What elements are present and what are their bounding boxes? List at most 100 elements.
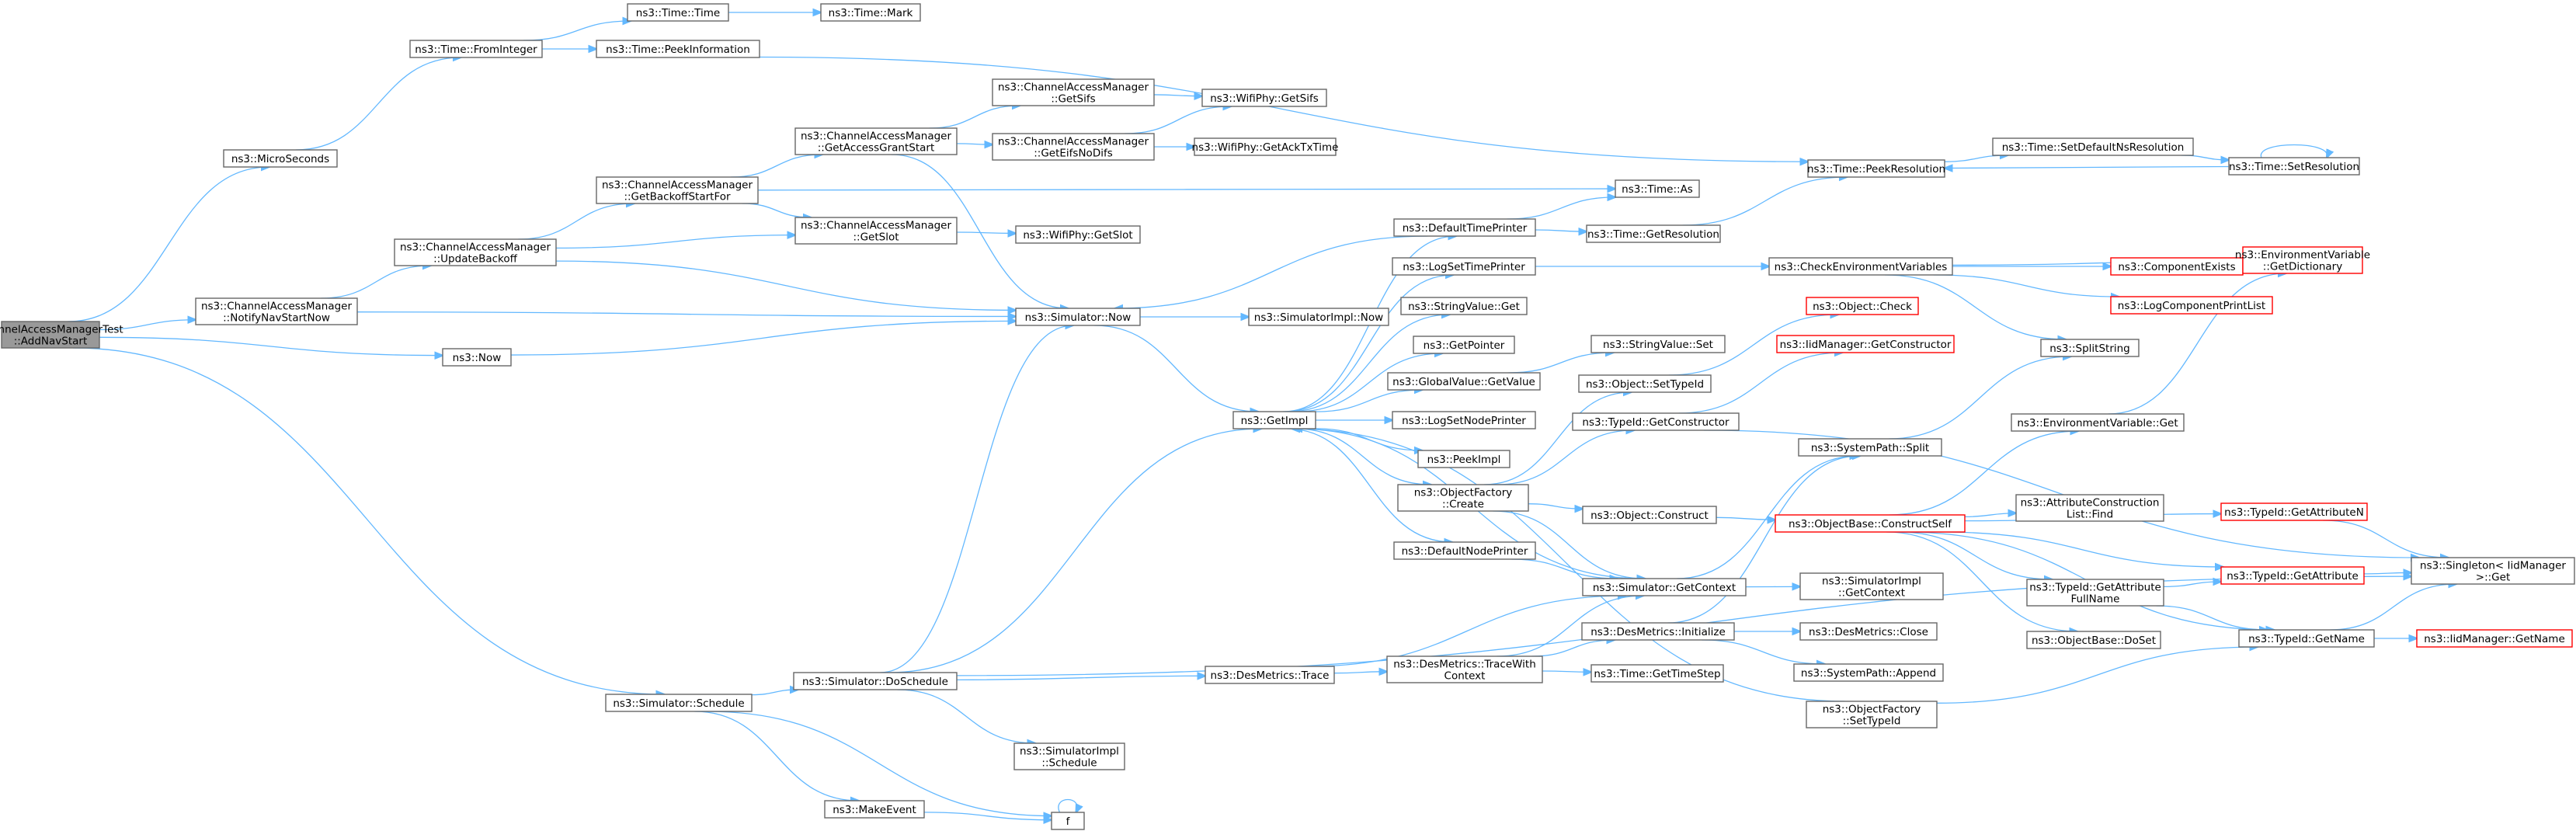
node-getattr[interactable]: ns3::TypeId::GetAttribute [2220,566,2365,585]
node-micro[interactable]: ns3::MicroSeconds [223,149,338,168]
node-timeas[interactable]: ns3::Time::As [1615,179,1700,198]
node-box [1393,218,1536,237]
edge-notifynav-to-updback [321,266,430,299]
edge-deftime-to-getres [1535,230,1587,231]
node-dodel[interactable]: ns3::ObjectBase::DoSet [2026,631,2161,649]
node-label: ChannelAccessManagerTest [0,324,123,336]
node-getptr[interactable]: ns3::GetPointer [1413,336,1515,354]
node-label: ns3::SimulatorImpl [1822,575,1921,588]
node-logsettime[interactable]: ns3::LogSetTimePrinter [1392,257,1536,276]
node-simctx[interactable]: ns3::Simulator::GetContext [1582,578,1747,596]
node-peekres[interactable]: ns3::Time::PeekResolution [1807,159,1945,178]
node-getimpl[interactable]: ns3::GetImpl [1232,411,1316,429]
node-label: ns3::MakeEvent [833,804,916,816]
node-label: ns3::IidManager::GetConstructor [1780,339,1952,351]
edge-simctx-to-syssplit [1677,456,1858,579]
node-sysappend[interactable]: ns3::SystemPath::Append [1793,663,1944,682]
node-label: ns3::SimulatorImpl::Now [1254,311,1383,324]
node-logcomp[interactable]: ns3::LogComponentPrintList [2110,296,2273,315]
node-objcheck[interactable]: ns3::Object::Check [1806,297,1919,315]
node-peekinfo[interactable]: ns3::Time::PeekInformation [596,40,760,58]
node-simimplsched[interactable]: ns3::SimulatorImpl::Schedule [1013,742,1125,770]
node-box [1572,412,1740,431]
edge-getimpl-to-globget [1315,390,1422,412]
node-label: ns3::StringValue::Get [1408,301,1520,313]
node-setres[interactable]: ns3::Time::SetResolution [2228,157,2360,176]
node-wifislot[interactable]: ns3::WifiPhy::GetSlot [1015,225,1141,244]
node-simnow[interactable]: ns3::Simulator::Now [1015,308,1141,326]
node-label: ns3::TypeId::GetAttribute [2227,570,2359,582]
node-destrace[interactable]: ns3::DesMetrics::Trace [1205,666,1335,684]
node-singleton[interactable]: ns3::Singleton< IidManager>::Get [2411,557,2575,585]
node-getaccess[interactable]: ns3::ChannelAccessManager::GetAccessGran… [794,127,958,155]
node-typename[interactable]: ns3::TypeId::GetName [2238,629,2375,648]
node-box [1807,159,1945,178]
edge-destracectx-to-simctx [1497,596,1643,657]
node-label: ::AddNavStart [14,336,88,348]
node-splitstr[interactable]: ns3::SplitString [2040,339,2140,357]
node-objfact[interactable]: ns3::ObjectFactory::Create [1397,484,1529,512]
node-envget[interactable]: ns3::EnvironmentVariable::Get [2011,413,2185,432]
edge-root-to-notifynav [99,320,196,331]
edge-constructself-to-dodel [1886,531,2077,631]
node-iidctor[interactable]: ns3::IidManager::GetConstructor [1776,335,1955,353]
node-iidname[interactable]: ns3::IidManager::GetName [2416,629,2573,648]
node-getattrn[interactable]: ns3::TypeId::GetAttributeN [2220,502,2368,521]
node-simimplctx[interactable]: ns3::SimulatorImpl::GetContext [1799,572,1944,600]
node-gettimestep[interactable]: ns3::Time::GetTimeStep [1590,664,1724,683]
node-globget[interactable]: ns3::GlobalValue::GetValue [1387,372,1541,391]
node-simdosched[interactable]: ns3::Simulator::DoSchedule [793,672,958,690]
node-timemark[interactable]: ns3::Time::Mark [820,3,921,22]
node-settypeid[interactable]: ns3::Object::SetTypeId [1578,374,1712,393]
node-deftime[interactable]: ns3::DefaultTimePrinter [1393,218,1536,237]
node-notifynav[interactable]: ns3::ChannelAccessManager::NotifyNavStar… [195,297,358,325]
node-geteifs[interactable]: ns3::ChannelAccessManager::GetEifsNoDifs [992,133,1155,161]
node-box [596,40,760,58]
node-label: ns3::EnvironmentVariable [2235,249,2370,262]
node-getsifs[interactable]: ns3::ChannelAccessManager::GetSifs [992,78,1155,106]
node-wifisifs[interactable]: ns3::WifiPhy::GetSifs [1201,89,1327,107]
node-logsetnode[interactable]: ns3::LogSetNodePrinter [1392,411,1536,429]
node-syssplit[interactable]: ns3::SystemPath::Split [1798,438,1942,457]
node-typector[interactable]: ns3::TypeId::GetConstructor [1572,412,1740,431]
node-peekimpl[interactable]: ns3::PeekImpl [1417,450,1510,468]
node-now[interactable]: ns3::Now [442,348,512,367]
node-makeevent[interactable]: ns3::MakeEvent [824,800,925,819]
node-objconstruct[interactable]: ns3::Object::Construct [1582,506,1717,524]
node-timetime[interactable]: ns3::Time::Time [627,3,729,22]
node-label: ns3::Time::SetDefaultNsResolution [2002,141,2185,154]
node-objfactset[interactable]: ns3::ObjectFactory::SetTypeId [1806,701,1938,728]
node-box [2011,413,2185,432]
node-compexists[interactable]: ns3::ComponentExists [2110,257,2244,276]
node-updback[interactable]: ns3::ChannelAccessManager::UpdateBackoff [394,238,557,266]
node-root[interactable]: ChannelAccessManagerTest::AddNavStart [0,321,123,349]
node-f[interactable]: f [1051,812,1085,830]
node-envdict[interactable]: ns3::EnvironmentVariable::GetDictionary [2235,246,2370,274]
node-setdefns[interactable]: ns3::Time::SetDefaultNsResolution [1992,137,2194,156]
edge-micro-to-fromint [295,57,461,151]
node-getres[interactable]: ns3::Time::GetResolution [1586,224,1721,243]
node-strset[interactable]: ns3::StringValue::Set [1590,335,1726,353]
node-strget[interactable]: ns3::StringValue::Get [1400,297,1528,315]
node-label: ns3::SystemPath::Split [1811,442,1929,454]
node-checkenv[interactable]: ns3::CheckEnvironmentVariables [1768,257,1953,276]
node-desclose[interactable]: ns3::DesMetrics::Close [1799,622,1938,641]
node-simimplnow[interactable]: ns3::SimulatorImpl::Now [1248,308,1389,326]
node-wifiack[interactable]: ns3::WifiPhy::GetAckTxTime [1192,137,1339,156]
node-label: ::GetEifsNoDifs [1034,148,1113,160]
node-constructself[interactable]: ns3::ObjectBase::ConstructSelf [1775,514,1966,533]
node-label: f [1066,815,1071,828]
node-box [2220,566,2365,585]
node-fromint[interactable]: ns3::Time::FromInteger [409,40,543,58]
edge-getimpl-to-objfact [1295,428,1431,485]
node-simsched[interactable]: ns3::Simulator::Schedule [605,694,753,712]
node-defnode[interactable]: ns3::DefaultNodePrinter [1393,541,1536,560]
node-desinit[interactable]: ns3::DesMetrics::Initialize [1581,622,1735,641]
node-getslotcam[interactable]: ns3::ChannelAccessManager::GetSlot [794,217,958,245]
edge-getsifs-to-wifisifs [1153,95,1202,96]
node-getbackoff[interactable]: ns3::ChannelAccessManager::GetBackoffSta… [596,176,759,204]
node-label: ns3::ChannelAccessManager [801,220,952,232]
